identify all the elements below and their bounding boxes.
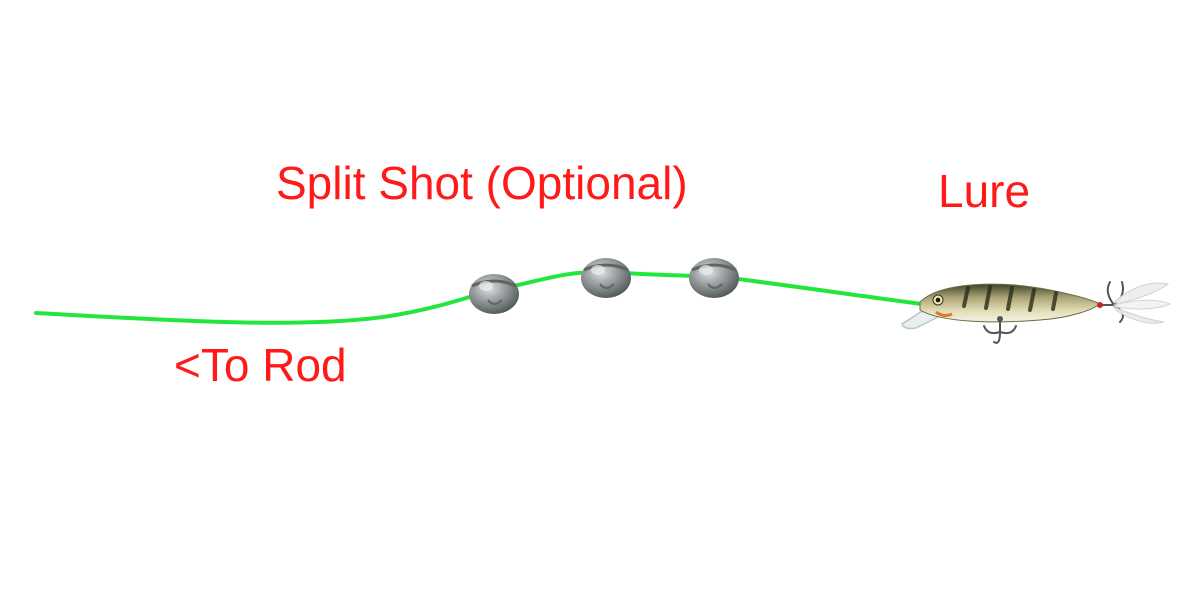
split-shot-weight-icon <box>689 258 739 298</box>
split-shot-label: Split Shot (Optional) <box>276 157 688 209</box>
lure-label: Lure <box>938 165 1031 217</box>
feather-tail-icon <box>1112 282 1172 324</box>
split-shot-weight-icon <box>469 274 519 314</box>
treble-hook-icon <box>983 316 1017 344</box>
to-rod-label: <To Rod <box>174 339 347 391</box>
bead-icon <box>1097 302 1103 308</box>
crankbait-lure-icon <box>901 283 1103 330</box>
fishing-line <box>34 269 924 325</box>
split-shot-weight-icon <box>581 258 631 298</box>
lure-stripes <box>962 285 1058 312</box>
